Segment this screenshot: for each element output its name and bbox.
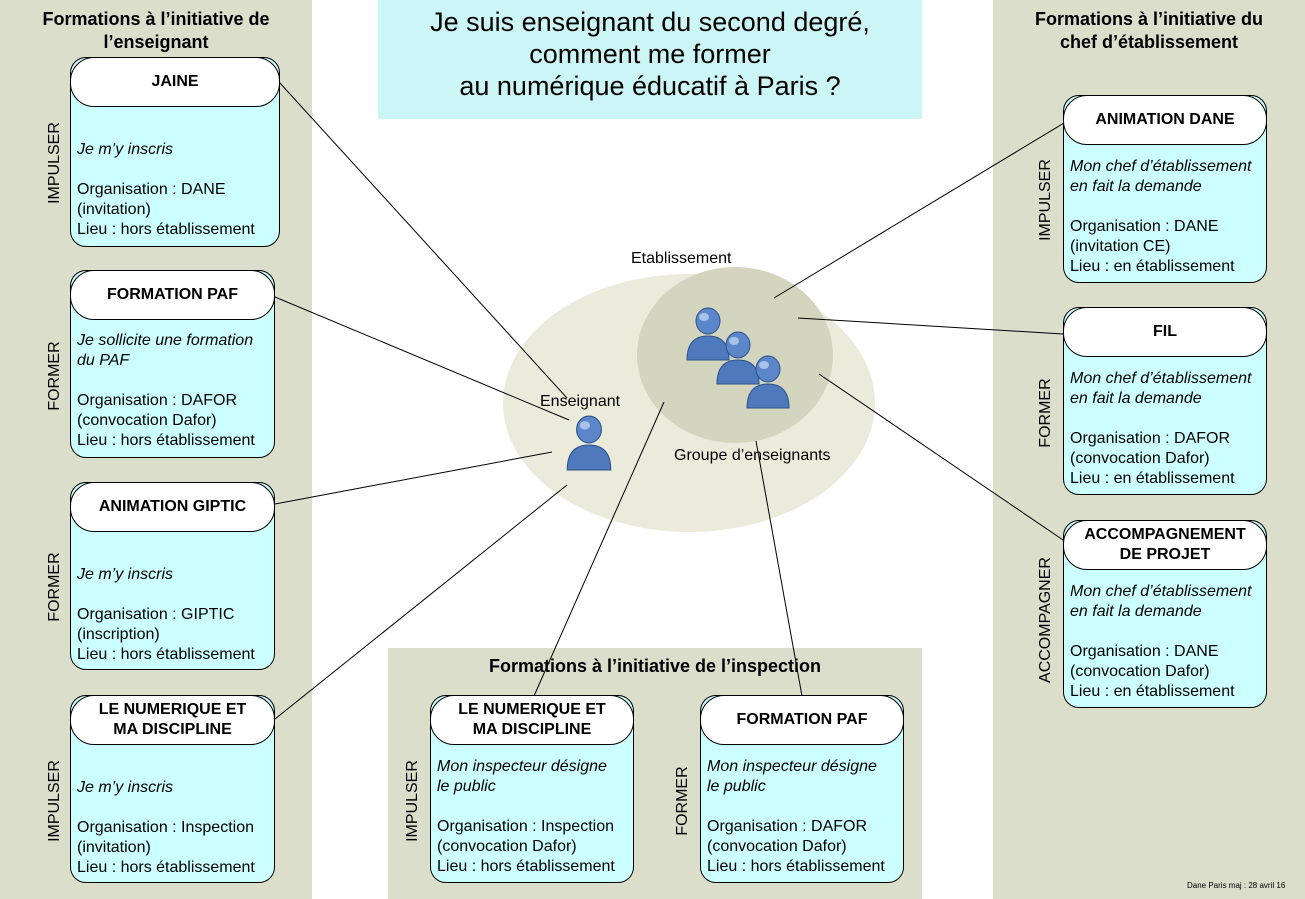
card-body: Je m’y inscris Organisation : DANE (invi… xyxy=(77,141,255,238)
card-accompagnement-projet[interactable]: ACCOMPAGNEMENT DE PROJET Mon chef d’étab… xyxy=(1063,520,1267,708)
card-jaine[interactable]: JAINE Je m’y inscris Organisation : DANE… xyxy=(70,57,280,247)
establishment-label: Etablissement xyxy=(631,250,732,267)
card-body: Mon chef d’établissement en fait la dema… xyxy=(1070,370,1252,487)
teacher-panel-title: Formations à l’initiative de l’enseignan… xyxy=(42,9,270,52)
card-body: Je m’y inscris Organisation : Inspection… xyxy=(77,779,255,876)
card-action-label: ACCOMPAGNER xyxy=(1037,557,1054,683)
card-animation-giptic[interactable]: ANIMATION GIPTIC Je m’y inscris Organisa… xyxy=(70,482,275,670)
card-body: Mon inspecteur désigne le public Organis… xyxy=(707,758,885,875)
card-action-label: FORMER xyxy=(46,552,63,622)
card-title: FORMATION PAF xyxy=(70,270,275,320)
card-action-label: FORMER xyxy=(1037,378,1054,448)
card-title: FORMATION PAF xyxy=(700,695,904,745)
teacher-person-icon xyxy=(746,355,790,409)
card-action-label: FORMER xyxy=(46,341,63,411)
card-title: ACCOMPAGNEMENT DE PROJET xyxy=(1063,520,1267,570)
teacher-person-icon xyxy=(686,307,730,361)
card-action-label: IMPULSER xyxy=(1037,159,1054,241)
card-body: Mon inspecteur désigne le public Organis… xyxy=(437,758,615,875)
card-body: Je sollicite une formation du PAF Organi… xyxy=(77,332,255,449)
card-fil[interactable]: FIL Mon chef d’établissement en fait la … xyxy=(1063,307,1267,495)
card-title: FIL xyxy=(1063,307,1267,357)
card-title: ANIMATION GIPTIC xyxy=(70,482,275,532)
card-animation-dane[interactable]: ANIMATION DANE Mon chef d’établissement … xyxy=(1063,95,1267,283)
card-body: Je m’y inscris Organisation : GIPTIC (in… xyxy=(77,566,255,663)
teacher-group-label: Groupe d’enseignants xyxy=(674,447,831,464)
single-teacher-person-icon xyxy=(566,415,612,471)
card-formation-paf-inspection[interactable]: FORMATION PAF Mon inspecteur désigne le … xyxy=(700,695,904,883)
teacher-label: Enseignant xyxy=(540,393,621,410)
card-title: JAINE xyxy=(70,57,280,107)
card-title: ANIMATION DANE xyxy=(1063,95,1267,145)
card-formation-paf-teacher[interactable]: FORMATION PAF Je sollicite une formation… xyxy=(70,270,275,458)
card-numerique-discipline-inspection[interactable]: LE NUMERIQUE ET MA DISCIPLINE Mon inspec… xyxy=(430,695,634,883)
card-action-label: FORMER xyxy=(674,766,691,836)
card-body: Mon chef d’établissement en fait la dema… xyxy=(1070,158,1252,275)
card-action-label: IMPULSER xyxy=(46,760,63,842)
card-title: LE NUMERIQUE ET MA DISCIPLINE xyxy=(430,695,634,745)
update-footnote: Dane Paris maj : 28 avril 16 xyxy=(1187,881,1286,890)
card-action-label: IMPULSER xyxy=(404,760,421,842)
card-title: LE NUMERIQUE ET MA DISCIPLINE xyxy=(70,695,275,745)
card-body: Mon chef d’établissement en fait la dema… xyxy=(1070,583,1252,700)
principal-panel-title: Formations à l’initiative du chef d’étab… xyxy=(1034,9,1264,52)
card-numerique-discipline-teacher[interactable]: LE NUMERIQUE ET MA DISCIPLINE Je m’y ins… xyxy=(70,695,275,883)
card-action-label: IMPULSER xyxy=(46,122,63,204)
